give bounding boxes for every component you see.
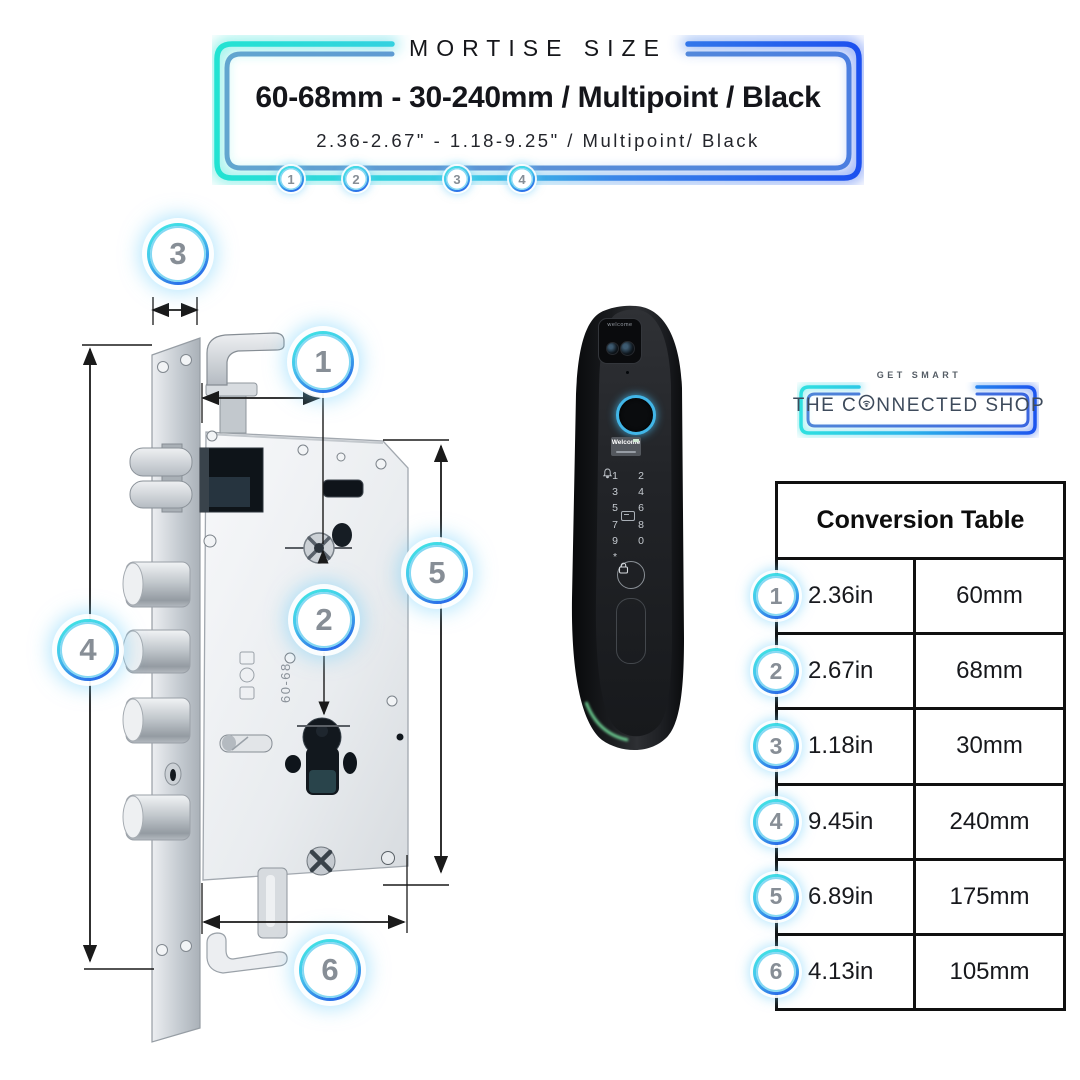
logo-name-suffix: NNECTED SHOP <box>876 394 1046 416</box>
row-badge-1: 1 <box>753 573 799 620</box>
conversion-table-title: Conversion Table <box>816 506 1025 534</box>
row-badge-4: 4 <box>753 798 799 845</box>
table-row: 6 4.13in 105mm <box>753 932 1063 1009</box>
lock-body <box>202 431 409 881</box>
inches-value: 6.89in <box>778 860 916 933</box>
row-badge-5: 5 <box>753 873 799 920</box>
roller-latch-bolts <box>129 443 193 513</box>
conversion-table: Conversion Table 1 2.36in 60mm 2 2.67in … <box>753 481 1066 1011</box>
callout-2: 2 <box>293 589 355 651</box>
mm-value: 60mm <box>956 582 1023 610</box>
cylinder-keyhole <box>285 717 357 795</box>
banner-subtitle: 2.36-2.67" - 1.18-9.25" / Multipoint/ Bl… <box>316 130 760 151</box>
key-7: 7 <box>612 518 618 531</box>
banner-marker-1: 1 <box>278 166 304 192</box>
body-marking: 60-68 <box>278 662 293 703</box>
callout-1: 1 <box>292 331 354 393</box>
logo-name-prefix: THE C <box>792 394 858 416</box>
mortise-lock-diagram: 60-68 <box>82 297 449 1043</box>
certification-marks <box>239 651 255 700</box>
callout-5: 5 <box>406 542 468 604</box>
logo-frame <box>797 382 1039 438</box>
camera-module: welcome <box>598 318 642 364</box>
table-row: 3 1.18in 30mm <box>753 707 1063 783</box>
bottom-cover-panel <box>616 598 646 664</box>
key-9: 9 <box>612 534 618 547</box>
device-screen: Welcome <box>611 437 641 456</box>
row-badge-2: 2 <box>753 648 799 695</box>
table-row: 1 2.36in 60mm <box>753 557 1063 633</box>
callout-4: 4 <box>57 619 119 681</box>
logo-name: THE C NNECTED SHOP <box>793 394 1044 417</box>
left-slot <box>219 734 273 753</box>
key-1: 1 <box>612 470 618 483</box>
inches-value: 1.18in <box>778 710 916 783</box>
row-badge-3: 3 <box>753 723 799 770</box>
inches-value: 9.45in <box>778 785 916 858</box>
padlock-icon <box>618 562 629 574</box>
callout-6: 6 <box>299 939 361 1001</box>
table-row: 5 6.89in 175mm <box>753 857 1063 933</box>
camera-welcome-label: welcome <box>607 322 633 328</box>
key-4: 4 <box>638 486 644 499</box>
banner-marker-2: 2 <box>343 166 369 192</box>
mm-value: 175mm <box>949 882 1030 910</box>
mm-value: 30mm <box>956 732 1023 760</box>
mm-value: 68mm <box>956 657 1023 685</box>
key-2: 2 <box>638 470 644 483</box>
callout-3: 3 <box>147 223 209 285</box>
key-6: 6 <box>638 502 644 515</box>
smart-lock-device: welcome Welcome 1 2 3 4 5 6 7 8 9 0 * <box>556 298 706 754</box>
banner-marker-4: 4 <box>509 166 535 192</box>
banner-kicker: MORTISE SIZE <box>409 35 667 61</box>
side-slot <box>322 479 364 498</box>
connected-shop-logo: GET SMART THE C NNECTED SHOP <box>793 368 1044 440</box>
banner-title: 60-68mm - 30-240mm / Multipoint / Black <box>255 81 821 114</box>
deadbolt-pins <box>122 561 191 841</box>
screen-welcome-text: Welcome <box>611 439 641 446</box>
key-0: 0 <box>638 534 644 547</box>
device-keypad: 1 2 3 4 5 6 7 8 9 0 * <box>602 468 654 565</box>
keycard-icon <box>621 511 635 521</box>
lock-button <box>617 561 645 589</box>
inches-value: 2.67in <box>778 635 916 708</box>
camera-lens-icon <box>620 341 635 356</box>
logo-tagline: GET SMART <box>876 370 962 380</box>
battery-icon <box>633 439 639 442</box>
key-star: * <box>612 550 618 563</box>
bottom-hook-bolt <box>206 867 288 974</box>
key-8: 8 <box>638 518 644 531</box>
inches-value: 2.36in <box>778 560 916 633</box>
mortise-banner: MORTISE SIZE 60-68mm - 30-240mm / Multip… <box>212 35 864 185</box>
table-row: 2 2.67in 68mm <box>753 632 1063 708</box>
banner-marker-3: 3 <box>444 166 470 192</box>
banner-frame <box>212 36 864 185</box>
camera-lens-icon <box>606 342 619 355</box>
row-badge-6: 6 <box>753 948 799 995</box>
key-3: 3 <box>612 486 618 499</box>
wifi-o-icon <box>858 394 875 417</box>
bottom-screws <box>306 846 395 876</box>
latch-opening <box>199 447 264 513</box>
mm-value: 105mm <box>949 957 1030 985</box>
microphone-hole <box>626 371 629 374</box>
mm-value: 240mm <box>949 807 1030 835</box>
pin-hole <box>396 733 404 741</box>
body-screw-holes <box>203 430 398 707</box>
fingerprint-sensor <box>616 395 656 435</box>
key-5: 5 <box>612 502 618 515</box>
table-row: 4 9.45in 240mm <box>753 782 1063 858</box>
screen-date-line <box>616 450 636 453</box>
inches-value: 4.13in <box>778 935 916 1009</box>
status-led-strip <box>584 701 629 742</box>
top-hook-bolt <box>205 332 285 434</box>
